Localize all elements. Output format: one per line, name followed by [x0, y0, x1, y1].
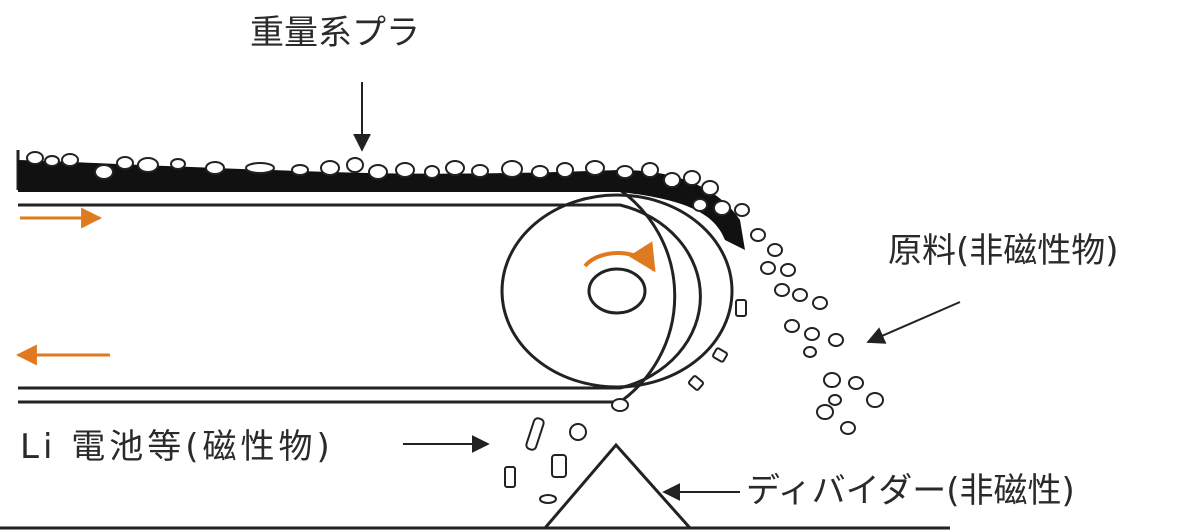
label-raw-material: 原料(非磁性物)	[888, 231, 1119, 271]
raw-material-pointer	[866, 301, 961, 344]
magnetic-particles	[504, 398, 629, 504]
label-divider: ディバイダー(非磁性)	[746, 471, 1075, 511]
label-top-material: 重量系プラ	[250, 13, 420, 53]
circular-arrow-icon	[583, 241, 656, 273]
drum-axle	[587, 267, 647, 315]
belt-outer	[18, 188, 677, 404]
belt-inner	[18, 203, 702, 390]
drum-cleats	[688, 299, 747, 391]
heavy-plastic-particles	[26, 151, 750, 217]
label-magnetic: Li 電池等(磁性物)	[20, 427, 334, 467]
material-layer	[18, 160, 745, 250]
falling-nonmagnetic-particles	[750, 228, 884, 435]
magnetic-drum	[500, 193, 734, 389]
